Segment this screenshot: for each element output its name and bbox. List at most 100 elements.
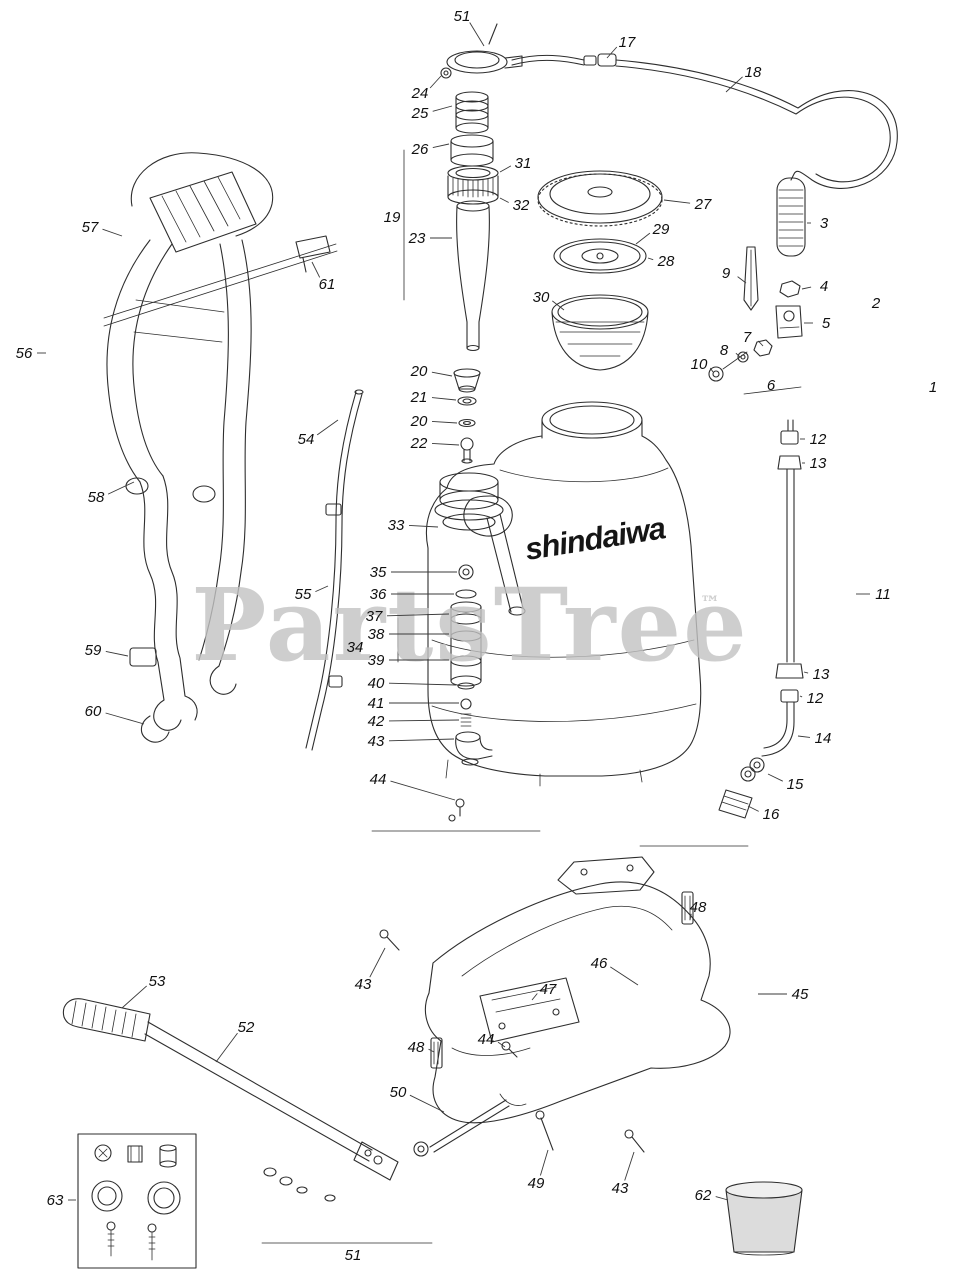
callout-leader-line <box>469 22 485 47</box>
handle-drawing <box>62 998 433 1244</box>
callout-leader-line <box>428 1048 435 1053</box>
callout-38: 38 <box>368 626 385 643</box>
callout-52: 52 <box>238 1019 255 1036</box>
callout-46: 46 <box>591 955 608 972</box>
wand-drawing <box>718 419 804 819</box>
callout-leader-line <box>737 276 747 284</box>
callout-leader-line <box>531 993 538 1001</box>
callout-leader-line <box>369 947 386 978</box>
callout-3: 3 <box>820 215 829 232</box>
callout-41: 41 <box>368 695 385 712</box>
callout-23: 23 <box>408 230 426 247</box>
callout-leader-line <box>386 613 450 617</box>
harness-hook <box>140 715 170 743</box>
callout-leader-line <box>797 735 811 738</box>
callout-12: 12 <box>810 431 827 448</box>
valve-stack-drawing <box>453 368 481 464</box>
callout-27: 27 <box>694 196 712 213</box>
callout-44: 44 <box>478 1031 495 1048</box>
callout-leader-line <box>311 261 321 278</box>
callout-63: 63 <box>47 1192 64 1209</box>
callout-leader-line <box>715 1196 729 1201</box>
callout-leader-line <box>388 719 460 722</box>
callout-12: 12 <box>807 690 824 707</box>
pipe-clip <box>325 503 342 516</box>
lid-gasket-drawing <box>553 238 647 274</box>
base-frame-drawing <box>379 856 731 1157</box>
callout-leader-line <box>431 397 457 401</box>
callout-54: 54 <box>298 431 315 448</box>
callout-2: 2 <box>871 295 881 312</box>
callout-14: 14 <box>815 730 832 747</box>
callout-leader-line <box>735 352 741 358</box>
callout-51: 51 <box>454 8 471 25</box>
tank-lid-drawing <box>537 170 663 227</box>
callout-57: 57 <box>82 219 99 236</box>
callout-leader-line <box>102 228 123 237</box>
callout-leader-line <box>431 442 460 446</box>
callout-leader-line <box>499 165 512 173</box>
callout-leader-line <box>552 300 565 311</box>
callout-leader-line <box>107 481 135 495</box>
callout-39: 39 <box>368 652 385 669</box>
callout-leader-line <box>635 232 651 245</box>
callout-62: 62 <box>695 1187 712 1204</box>
callout-leader-line <box>431 371 453 377</box>
callout-28: 28 <box>657 253 675 270</box>
callout-4: 4 <box>820 278 828 295</box>
callout-43: 43 <box>368 733 385 750</box>
callout-leader-line <box>689 913 692 921</box>
hose-drawing <box>511 53 898 189</box>
callout-leader-line <box>215 1032 238 1063</box>
callout-36: 36 <box>370 586 387 603</box>
pipe-drawing <box>305 389 364 751</box>
callout-8: 8 <box>720 342 729 359</box>
callout-18: 18 <box>745 64 762 81</box>
callout-47: 47 <box>540 981 557 998</box>
callout-60: 60 <box>85 703 102 720</box>
callout-leader-line <box>432 143 450 149</box>
callout-55: 55 <box>295 586 312 603</box>
callout-leader-line <box>663 199 691 204</box>
callout-43: 43 <box>355 976 372 993</box>
callout-leader-line <box>624 1151 635 1181</box>
callout-51: 51 <box>345 1247 362 1264</box>
callout-31: 31 <box>515 155 532 172</box>
callout-leader-line <box>801 286 812 290</box>
callout-leader-line <box>539 1149 549 1176</box>
callout-leader-line <box>105 650 129 657</box>
callout-leader-line <box>390 780 456 801</box>
callout-10: 10 <box>691 356 708 373</box>
callout-leader-line <box>497 1041 506 1048</box>
callout-leader-line <box>429 75 442 89</box>
harness-clip <box>295 235 331 273</box>
callout-43: 43 <box>612 1180 629 1197</box>
callout-leader-line <box>799 695 803 698</box>
callout-leader-line <box>432 105 453 112</box>
callout-48: 48 <box>690 899 707 916</box>
strainer-drawing <box>551 294 649 371</box>
callout-6: 6 <box>767 377 776 394</box>
callout-9: 9 <box>722 265 731 282</box>
hose-connector <box>583 55 597 66</box>
callout-leader-line <box>388 682 457 686</box>
callout-24: 24 <box>411 85 429 102</box>
callout-58: 58 <box>88 489 105 506</box>
callout-5: 5 <box>822 315 831 332</box>
callout-13: 13 <box>813 666 830 683</box>
pump-head-drawing <box>403 23 523 352</box>
callout-42: 42 <box>368 713 385 730</box>
callout-leader-line <box>315 585 329 593</box>
pump-grip-drawing <box>776 177 806 257</box>
callout-37: 37 <box>366 608 383 625</box>
callout-25: 25 <box>411 105 429 122</box>
callout-leader-line <box>408 524 439 528</box>
callout-leader-line <box>767 773 783 782</box>
pipe-clip <box>328 675 343 688</box>
callout-leader-line <box>105 712 145 725</box>
callout-leader-line <box>757 340 764 347</box>
callout-35: 35 <box>370 564 387 581</box>
